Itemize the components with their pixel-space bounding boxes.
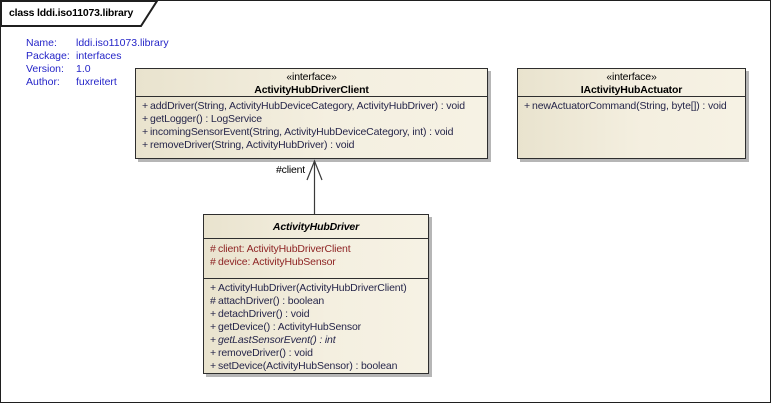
operation-row: + removeDriver() : void <box>204 347 428 360</box>
operation-row: + getLogger() : LogService <box>136 113 487 126</box>
operation-row-abstract: + getLastSensorEvent() : int <box>204 334 428 347</box>
class-box-i-activity-hub-actuator[interactable]: «interface» IActivityHubActuator + newAc… <box>517 68 746 159</box>
operation-text: addDriver(String, ActivityHubDeviceCateg… <box>150 100 465 112</box>
operation-text: getLogger() : LogService <box>150 113 262 125</box>
class-name: ActivityHubDriver <box>272 221 360 233</box>
operations-compartment: + addDriver(String, ActivityHubDeviceCat… <box>136 97 487 152</box>
visibility-marker: + <box>210 308 216 320</box>
property-label: Package: <box>26 50 70 62</box>
visibility-marker: + <box>142 126 148 138</box>
class-name: ActivityHubDriverClient <box>254 84 369 96</box>
operation-text: getLastSensorEvent() : int <box>218 334 336 346</box>
visibility-marker: + <box>210 360 216 372</box>
operation-row: + incomingSensorEvent(String, ActivityHu… <box>136 126 487 139</box>
operation-row: + detachDriver() : void <box>204 308 428 321</box>
visibility-marker: + <box>142 100 148 112</box>
operation-row: + addDriver(String, ActivityHubDeviceCat… <box>136 100 487 113</box>
visibility-marker: # <box>210 243 216 255</box>
class-name: IActivityHubActuator <box>580 84 683 96</box>
class-header: ActivityHubDriver <box>204 215 428 239</box>
operation-text: getDevice() : ActivityHubSensor <box>218 321 361 333</box>
association-role-label: #client <box>276 164 305 176</box>
class-header: «interface» ActivityHubDriverClient <box>136 69 487 97</box>
diagram-title: class lddi.iso11073.library <box>9 7 134 19</box>
diagram-properties: Name: lddi.iso11073.library Package: int… <box>26 37 169 89</box>
stereotype-label: «interface» <box>286 71 337 83</box>
attribute-row: # client: ActivityHubDriverClient <box>204 243 428 256</box>
operation-row: + newActuatorCommand(String, byte[]) : v… <box>518 100 745 113</box>
property-value: lddi.iso11073.library <box>76 37 169 49</box>
property-value: fuxreitert <box>76 76 117 88</box>
operation-row: # attachDriver() : boolean <box>204 295 428 308</box>
property-row-package: Package: interfaces <box>26 50 169 63</box>
property-label: Version: <box>26 63 64 75</box>
class-header: «interface» IActivityHubActuator <box>518 69 745 97</box>
operation-text: ActivityHubDriver(ActivityHubDriverClien… <box>218 282 407 294</box>
visibility-marker: + <box>142 113 148 125</box>
attributes-compartment: # client: ActivityHubDriverClient # devi… <box>204 239 428 279</box>
attribute-row: # device: ActivityHubSensor <box>204 256 428 269</box>
class-box-activity-hub-driver[interactable]: ActivityHubDriver # client: ActivityHubD… <box>203 214 429 374</box>
operation-text: detachDriver() : void <box>218 308 310 320</box>
visibility-marker: + <box>210 321 216 333</box>
visibility-marker: # <box>210 256 216 268</box>
visibility-marker: + <box>142 139 148 151</box>
visibility-marker: + <box>210 334 216 346</box>
visibility-marker: + <box>210 282 216 294</box>
property-row-name: Name: lddi.iso11073.library <box>26 37 169 50</box>
property-row-version: Version: 1.0 <box>26 63 169 76</box>
visibility-marker: # <box>210 295 216 307</box>
operation-row: + getDevice() : ActivityHubSensor <box>204 321 428 334</box>
attribute-text: client: ActivityHubDriverClient <box>218 243 351 255</box>
operation-text: removeDriver(String, ActivityHubDriver) … <box>150 139 355 151</box>
diagram-title-tab: class lddi.iso11073.library <box>1 1 171 31</box>
operation-text: incomingSensorEvent(String, ActivityHubD… <box>150 126 454 138</box>
property-row-author: Author: fuxreitert <box>26 76 169 89</box>
visibility-marker: + <box>210 347 216 359</box>
property-label: Name: <box>26 37 57 49</box>
visibility-marker: + <box>524 100 530 112</box>
operations-compartment: + ActivityHubDriver(ActivityHubDriverCli… <box>204 279 428 373</box>
tab-shape-outline <box>1 1 159 27</box>
operation-row: + ActivityHubDriver(ActivityHubDriverCli… <box>204 282 428 295</box>
operation-row: + removeDriver(String, ActivityHubDriver… <box>136 139 487 152</box>
stereotype-label: «interface» <box>606 71 657 83</box>
property-value: interfaces <box>76 50 122 62</box>
operation-text: newActuatorCommand(String, byte[]) : voi… <box>532 100 727 112</box>
operation-text: attachDriver() : boolean <box>218 295 325 307</box>
property-value: 1.0 <box>76 63 91 75</box>
operation-row: + setDevice(ActivityHubSensor) : boolean <box>204 360 428 373</box>
class-box-activity-hub-driver-client[interactable]: «interface» ActivityHubDriverClient + ad… <box>135 68 488 159</box>
operations-compartment: + newActuatorCommand(String, byte[]) : v… <box>518 97 745 113</box>
property-label: Author: <box>26 76 60 88</box>
operation-text: removeDriver() : void <box>218 347 313 359</box>
operation-text: setDevice(ActivityHubSensor) : boolean <box>218 360 398 372</box>
attribute-text: device: ActivityHubSensor <box>218 256 336 268</box>
